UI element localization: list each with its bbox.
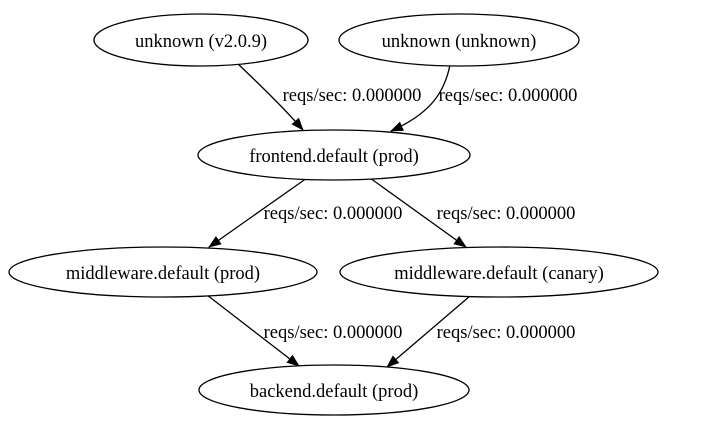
node-ellipse — [198, 364, 470, 416]
edge-middleware-prod-to-backend — [206, 294, 300, 367]
node-ellipse — [338, 13, 580, 67]
node-backend-default-prod: backend.default (prod) — [198, 364, 470, 416]
node-label: middleware.default (prod) — [66, 264, 260, 284]
edge-label-reqs-sec: reqs/sec: 0.000000 — [437, 204, 576, 224]
node-label: backend.default (prod) — [250, 382, 418, 402]
node-label: unknown (unknown) — [382, 32, 537, 52]
node-label: middleware.default (canary) — [394, 264, 604, 284]
node-label: unknown (v2.0.9) — [135, 32, 267, 52]
node-ellipse — [339, 246, 659, 298]
node-middleware-default-prod: middleware.default (prod) — [8, 246, 318, 298]
edge-unknown-unknown-to-frontend — [390, 64, 451, 132]
edge-label-reqs-sec: reqs/sec: 0.000000 — [439, 86, 578, 106]
edge-label-reqs-sec: reqs/sec: 0.000000 — [283, 86, 422, 106]
node-label: frontend.default (prod) — [249, 147, 419, 167]
edge-frontend-to-middleware-prod — [208, 177, 308, 248]
edge-middleware-canary-to-backend — [386, 295, 471, 368]
node-ellipse — [8, 246, 318, 298]
edge-label-reqs-sec: reqs/sec: 0.000000 — [264, 204, 403, 224]
node-ellipse — [197, 129, 471, 181]
node-unknown-v209: unknown (v2.0.9) — [93, 13, 309, 67]
node-unknown-unknown: unknown (unknown) — [338, 13, 580, 67]
node-frontend-default-prod: frontend.default (prod) — [197, 129, 471, 181]
node-ellipse — [93, 13, 309, 67]
edge-unknown-v209-to-frontend — [235, 61, 304, 131]
node-middleware-default-canary: middleware.default (canary) — [339, 246, 659, 298]
edge-label-reqs-sec: reqs/sec: 0.000000 — [437, 323, 576, 343]
edge-label-reqs-sec: reqs/sec: 0.000000 — [264, 323, 403, 343]
edge-frontend-to-middleware-canary — [369, 177, 467, 248]
